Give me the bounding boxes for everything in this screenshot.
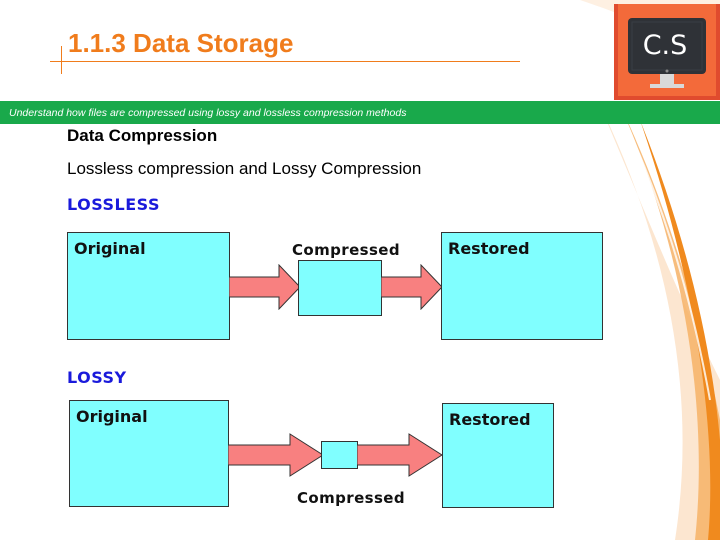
monitor-icon: [614, 4, 720, 100]
lossless-restored-label: Restored: [448, 239, 530, 258]
title-tick-mark: [61, 46, 62, 74]
lossy-compressed-label: Compressed: [297, 489, 406, 507]
objective-text: Understand how files are compressed usin…: [9, 107, 407, 119]
lossy-original-label: Original: [76, 407, 148, 426]
body-text: Lossless compression and Lossy Compressi…: [67, 159, 422, 178]
lossless-arrow-2: [381, 264, 443, 310]
lossy-label: LOSSY: [67, 368, 127, 387]
lossless-restored-box: Restored: [441, 232, 603, 340]
lossless-original-label: Original: [74, 239, 146, 258]
lossless-compressed-label: Compressed: [292, 241, 401, 259]
lossless-original-box: Original: [67, 232, 230, 340]
lossy-compressed-box: [321, 441, 358, 469]
lossy-original-box: Original: [69, 400, 229, 507]
title-underline: [50, 61, 520, 62]
lossy-restored-box: Restored: [442, 403, 554, 508]
lossless-label: LOSSLESS: [67, 195, 161, 214]
objective-banner: [0, 101, 720, 124]
page-title: 1.1.3 Data Storage: [68, 28, 294, 58]
lossy-arrow-2: [357, 433, 443, 477]
lossless-compressed-box: [298, 260, 382, 316]
lossless-arrow-1: [229, 264, 301, 310]
logo-text: C.S: [642, 30, 688, 61]
lossy-arrow-1: [228, 433, 324, 477]
subheading: Data Compression: [67, 126, 218, 145]
lossy-restored-label: Restored: [449, 410, 531, 429]
